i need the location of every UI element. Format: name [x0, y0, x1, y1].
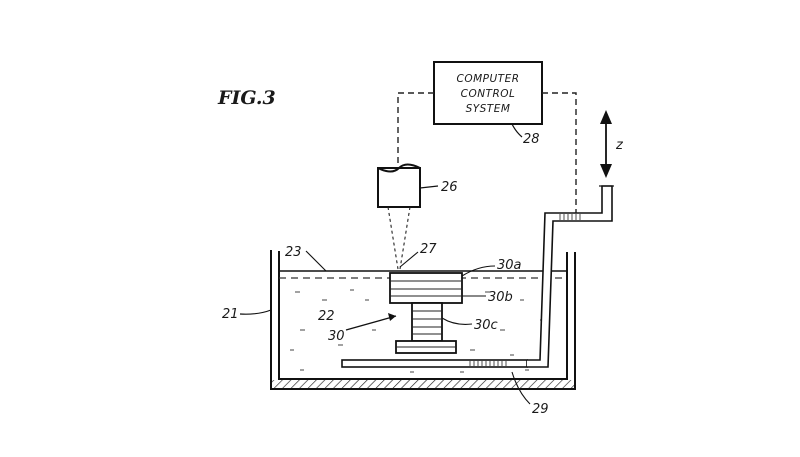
laser-beam: [387, 206, 411, 270]
surface-leader: [305, 250, 327, 272]
light-source: [377, 163, 421, 208]
part-leader: [345, 315, 397, 331]
part-layer-lines: [390, 280, 462, 348]
computer-label-line-3: SYSTEM: [466, 103, 511, 115]
vat-leader: [239, 309, 272, 315]
beam-point-ref: 27: [420, 242, 437, 257]
computer-label-line-2: CONTROL: [461, 88, 516, 100]
light-source-leader: [419, 185, 439, 189]
layer-a-leader: [461, 265, 496, 277]
part-ref: 30: [328, 329, 345, 344]
layer-c-leader: [441, 317, 473, 325]
vat-ref: 21: [222, 307, 239, 322]
platform-ref: 29: [532, 402, 549, 417]
fabricated-part: [389, 272, 463, 354]
elevator-platform: [341, 185, 613, 368]
beam-point-leader: [399, 251, 419, 268]
computer-ref: 28: [523, 132, 540, 147]
computer-leader: [511, 123, 523, 138]
layer-b-ref: 30b: [488, 290, 513, 305]
layer-a-ref: 30a: [497, 258, 522, 273]
layer-c-ref: 30c: [474, 318, 498, 333]
light-source-ref: 26: [441, 180, 458, 195]
computer-control-system: COMPUTER CONTROL SYSTEM: [433, 61, 543, 125]
figure-title: FIG.3: [217, 87, 276, 109]
part-leader-arrowhead: [388, 313, 396, 321]
z-axis-arrow: [599, 110, 614, 187]
liquid-ref: 22: [318, 309, 335, 324]
control-lines: [397, 92, 577, 213]
z-axis-label: z: [615, 138, 624, 153]
surface-ref: 23: [285, 245, 302, 260]
computer-label-line-1: COMPUTER: [456, 73, 519, 85]
vat: [270, 250, 576, 390]
platform-leader: [511, 371, 531, 405]
